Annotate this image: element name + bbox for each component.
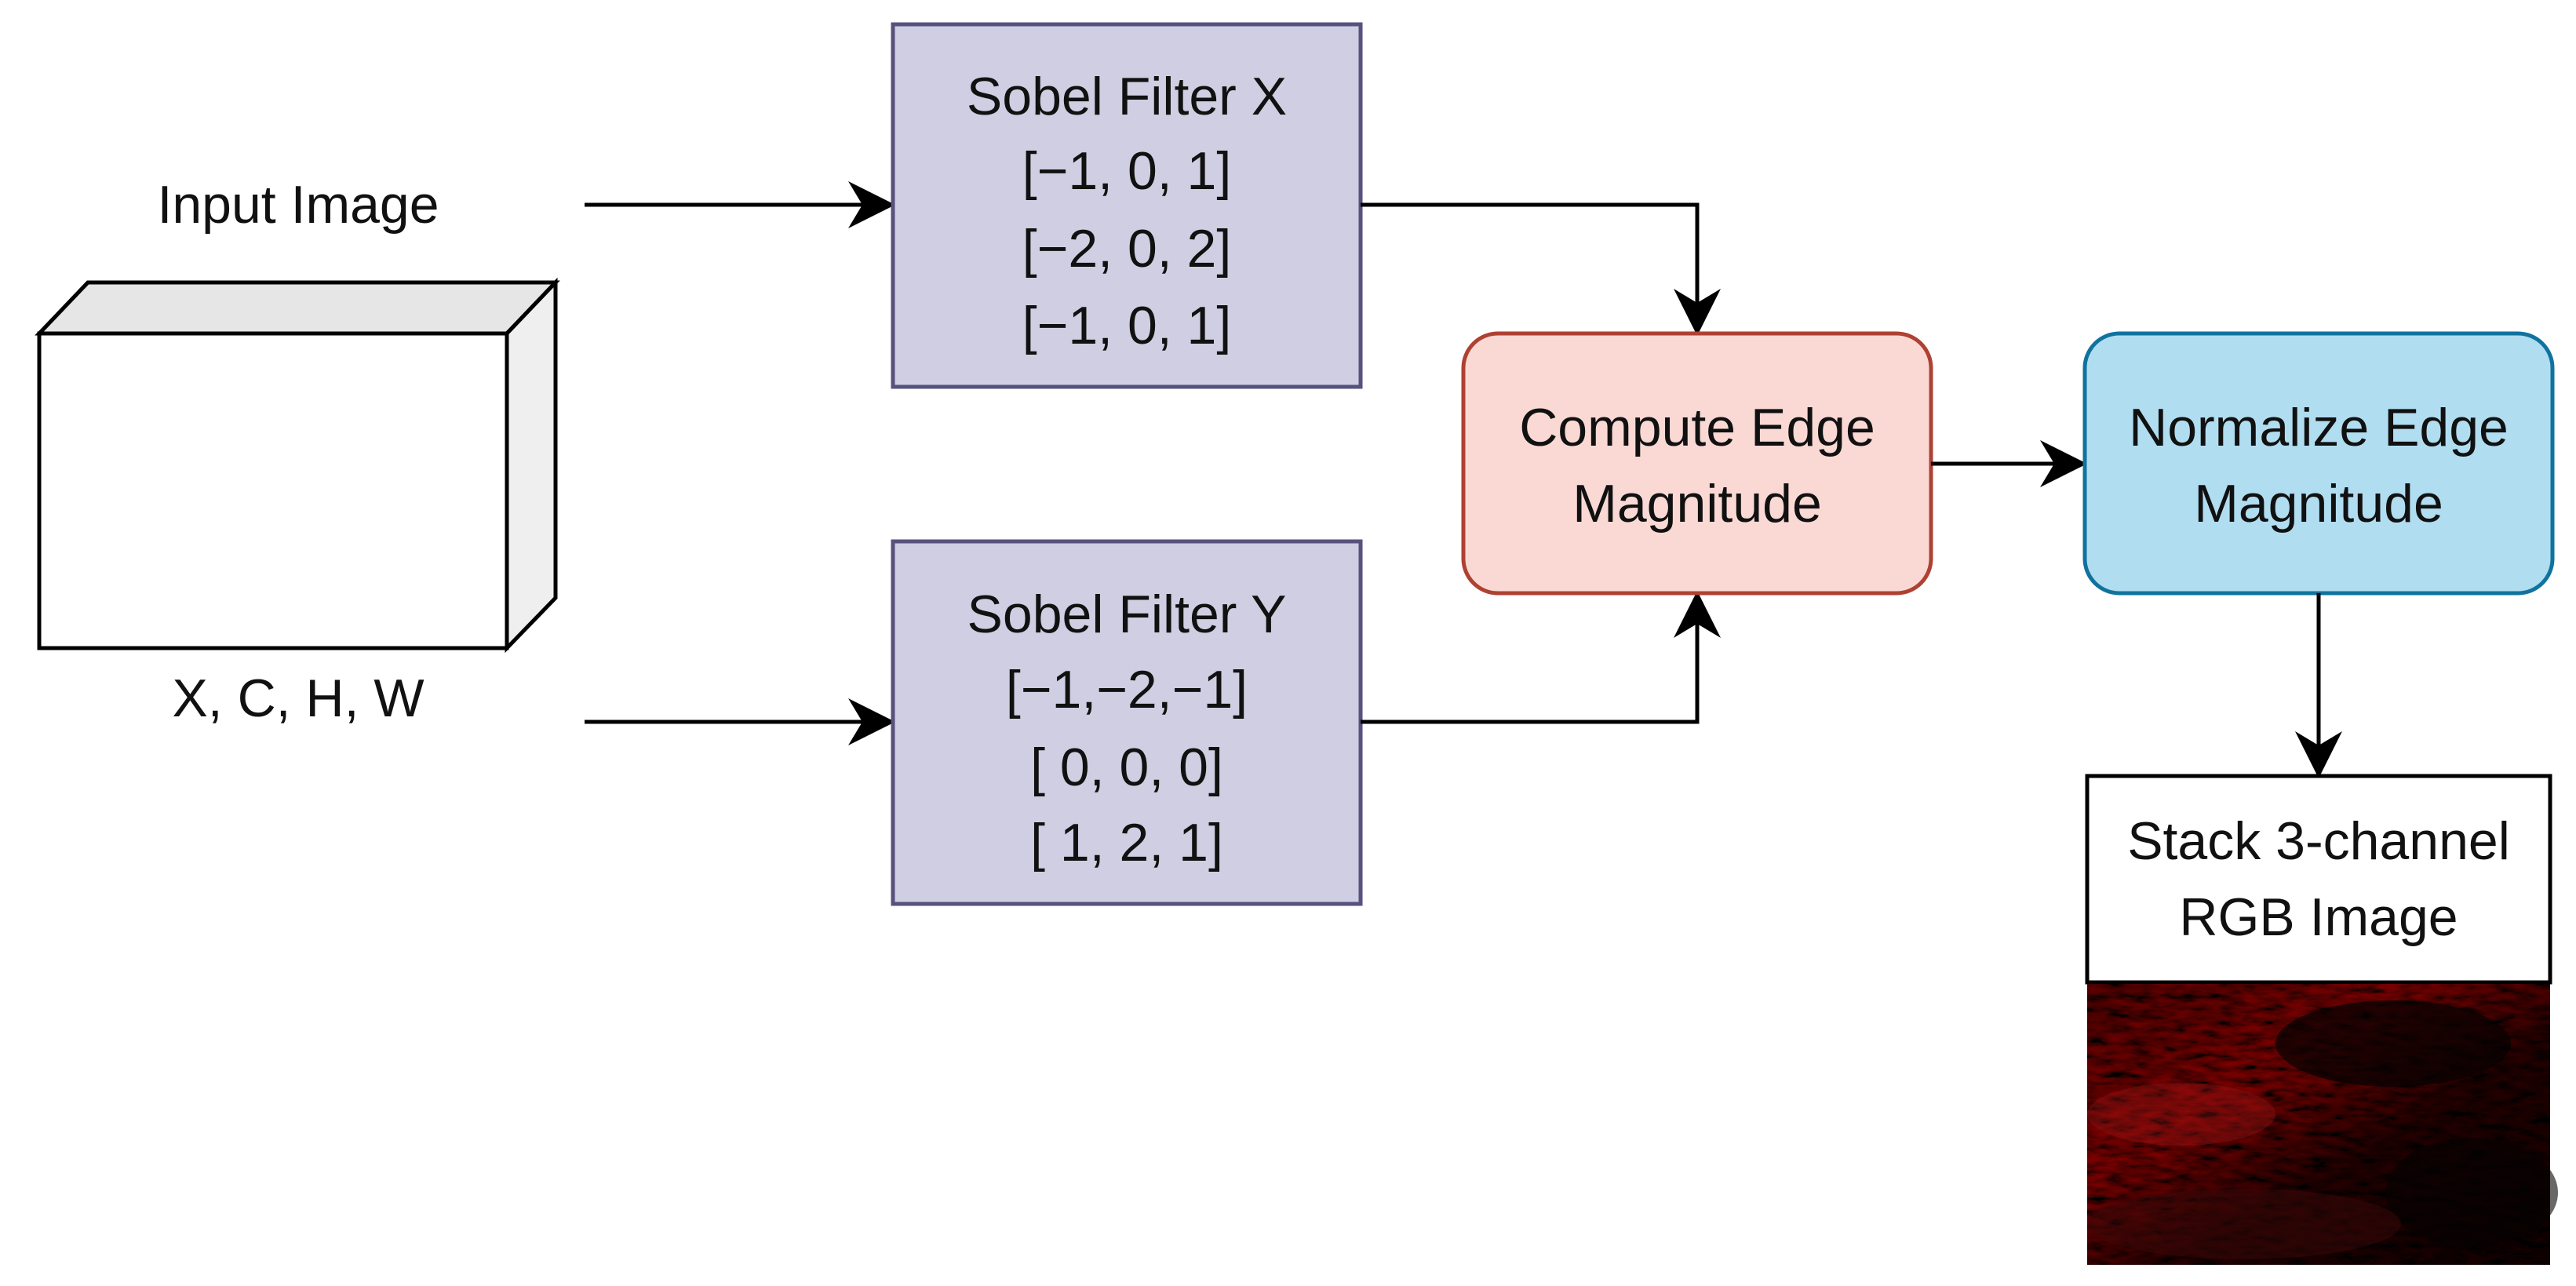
sobel-x-row-1: [−1, 0, 1] (1022, 141, 1232, 201)
normalize-edge-magnitude-box: Normalize Edge Magnitude (2082, 331, 2555, 596)
sobel-filter-y-box: Sobel Filter Y [−1,−2,−1] [ 0, 0, 0] [ 1… (891, 539, 1363, 906)
sobel-x-row-3: [−1, 0, 1] (1022, 296, 1232, 355)
normalize-line-1: Normalize Edge (2129, 398, 2509, 457)
compute-line-2: Magnitude (1572, 474, 1822, 534)
compute-edge-magnitude-box: Compute Edge Magnitude (1461, 331, 1933, 596)
compute-line-1: Compute Edge (1519, 398, 1875, 457)
sobel-y-row-1: [−1,−2,−1] (1006, 660, 1248, 720)
stack-line-2: RGB Image (2179, 887, 2458, 947)
stack-rgb-image-box: Stack 3-channel RGB Image (2085, 774, 2552, 985)
sobel-x-row-2: [−2, 0, 2] (1022, 219, 1232, 279)
input-image-cube (35, 277, 560, 654)
edge-output-image (2087, 984, 2558, 1265)
sobel-filter-x-box: Sobel Filter X [−1, 0, 1] [−2, 0, 2] [−1… (891, 22, 1363, 389)
stack-line-1: Stack 3-channel (2127, 811, 2510, 871)
sobel-y-row-3: [ 1, 2, 1] (1030, 813, 1223, 873)
cube-front-face (37, 331, 509, 650)
arrow-sobel-x-to-compute (1361, 202, 1721, 336)
sobel-x-title: Sobel Filter X (967, 67, 1287, 126)
cube-top-face (35, 280, 560, 336)
sobel-y-row-2: [ 0, 0, 0] (1030, 738, 1223, 797)
normalize-line-2: Magnitude (2194, 474, 2443, 534)
cube-side-face (505, 277, 558, 654)
arrow-sobel-y-to-compute (1361, 591, 1721, 724)
input-image-label: Input Image (157, 175, 439, 235)
sobel-y-title: Sobel Filter Y (967, 585, 1287, 644)
input-shape-label: X, C, H, W (172, 669, 424, 728)
